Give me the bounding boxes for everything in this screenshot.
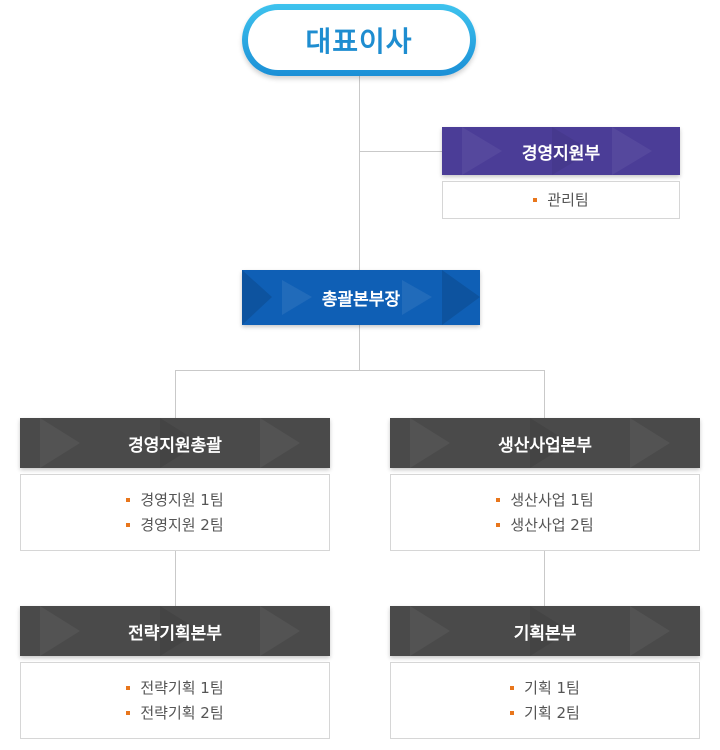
support-dept-teams: 관리팀 <box>442 181 680 219</box>
bullet-icon <box>126 686 131 690</box>
bullet-icon <box>510 686 515 690</box>
ceo-label: 대표이사 <box>248 10 470 70</box>
support-dept-header: 경영지원부 <box>442 127 680 175</box>
production-title: 생산사업본부 <box>498 435 592 456</box>
general-manager-title: 총괄본부장 <box>321 290 401 310</box>
planning-header: 기획본부 <box>390 606 700 656</box>
header-pattern <box>462 127 652 175</box>
list-item: 생산사업 1팀 <box>496 488 594 513</box>
production-teams: 생산사업 1팀 생산사업 2팀 <box>390 474 700 551</box>
planning-teams: 기획 1팀 기획 2팀 <box>390 662 700 739</box>
ceo-node: 대표이사 <box>242 4 476 76</box>
connector-production-to-planning <box>544 551 545 606</box>
bullet-icon <box>496 523 501 527</box>
general-manager-node: 총괄본부장 <box>242 270 480 325</box>
bullet-icon <box>126 711 131 715</box>
planning-title: 기획본부 <box>513 623 577 644</box>
bullet-icon <box>533 198 538 202</box>
list-item: 경영지원 1팀 <box>126 488 224 513</box>
header-pattern <box>410 418 670 468</box>
connector-ceo-to-general <box>359 76 360 270</box>
connector-branch <box>175 370 545 371</box>
header-pattern <box>242 270 480 325</box>
list-item: 관리팀 <box>533 188 589 213</box>
strategy-teams: 전략기획 1팀 전략기획 2팀 <box>20 662 330 739</box>
header-pattern <box>40 606 300 656</box>
production-header: 생산사업본부 <box>390 418 700 468</box>
list-item: 경영지원 2팀 <box>126 513 224 538</box>
bullet-icon <box>126 523 131 527</box>
list-item: 기획 2팀 <box>510 701 580 726</box>
list-item: 기획 1팀 <box>510 676 580 701</box>
support-dept-title: 경영지원부 <box>521 143 601 164</box>
connector-general-down <box>359 325 360 370</box>
list-item: 전략기획 1팀 <box>126 676 224 701</box>
connector-to-production <box>544 370 545 418</box>
bullet-icon <box>510 711 515 715</box>
strategy-header: 전략기획본부 <box>20 606 330 656</box>
connector-mgmt-to-strategy <box>175 551 176 606</box>
connector-to-mgmt <box>175 370 176 418</box>
header-pattern <box>410 606 670 656</box>
connector-to-support <box>359 151 442 152</box>
mgmt-general-teams: 경영지원 1팀 경영지원 2팀 <box>20 474 330 551</box>
header-pattern <box>40 418 300 468</box>
list-item: 전략기획 2팀 <box>126 701 224 726</box>
strategy-title: 전략기획본부 <box>128 623 222 644</box>
bullet-icon <box>496 498 501 502</box>
mgmt-general-header: 경영지원총괄 <box>20 418 330 468</box>
mgmt-general-title: 경영지원총괄 <box>128 435 222 456</box>
list-item: 생산사업 2팀 <box>496 513 594 538</box>
bullet-icon <box>126 498 131 502</box>
